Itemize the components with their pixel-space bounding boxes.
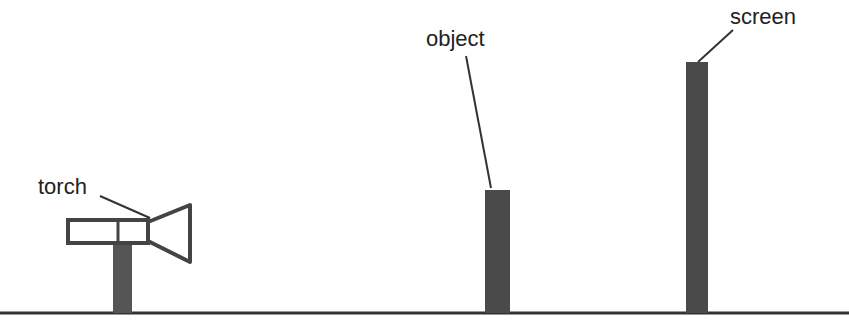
part-label: screen [730, 6, 796, 28]
torch-drawing [68, 205, 190, 313]
torch-switch [117, 222, 120, 241]
torch-head [148, 205, 190, 262]
part-label: torch [38, 176, 87, 198]
torch-stand [113, 244, 132, 313]
leader-line [698, 30, 733, 62]
object-block [485, 190, 510, 313]
screen-board [686, 62, 708, 313]
leader-line [100, 196, 150, 218]
leader-line [466, 56, 491, 188]
torch-body [68, 220, 148, 243]
part-label: object [426, 28, 485, 50]
